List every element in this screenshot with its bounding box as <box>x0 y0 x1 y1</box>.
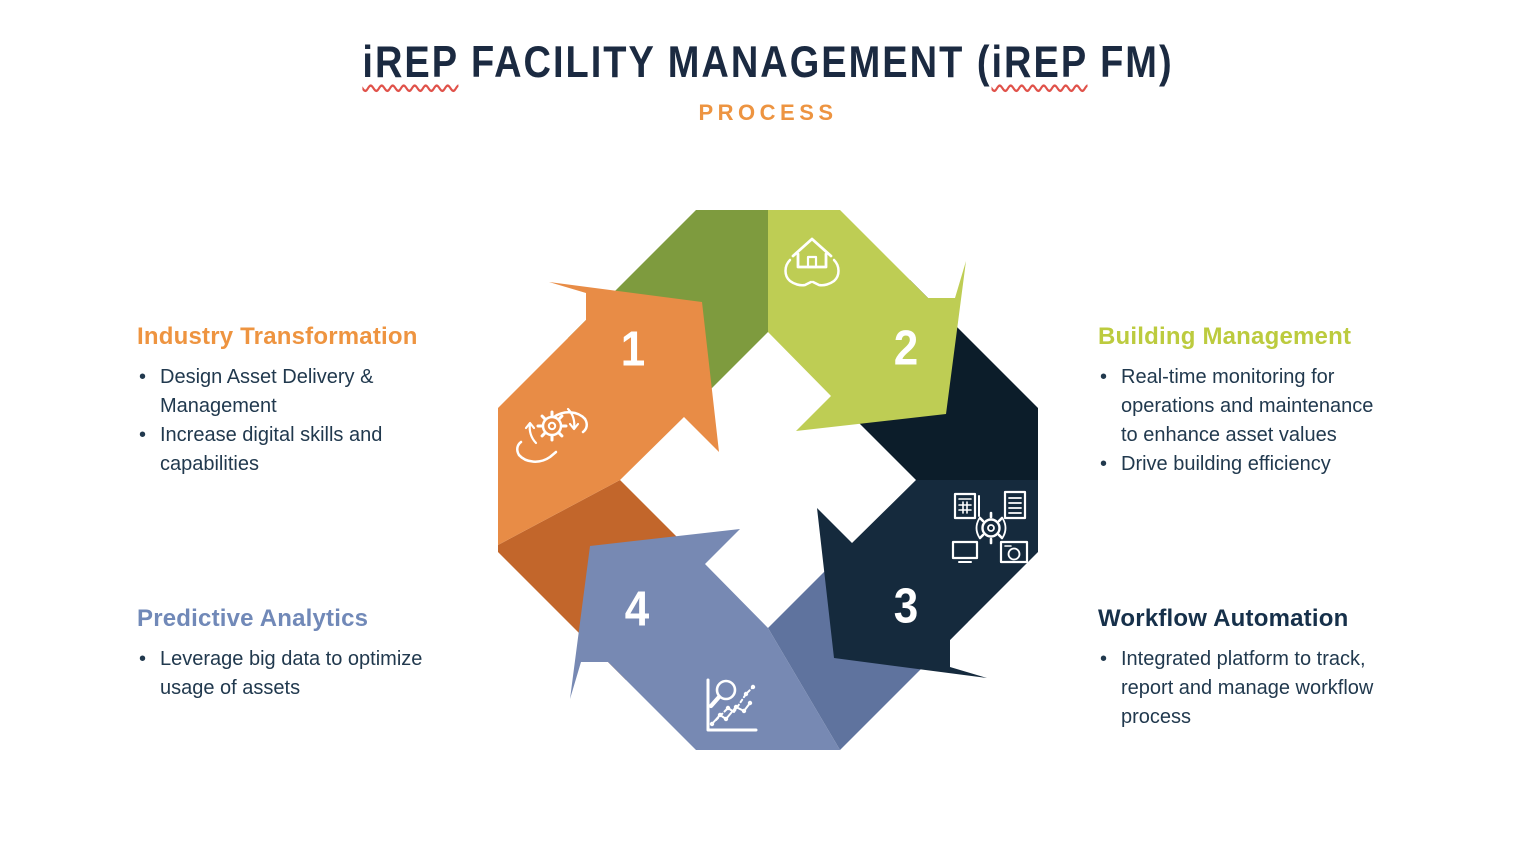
list-item: Leverage big data to optimize usage of a… <box>137 645 497 703</box>
hands-gear-cycle-icon <box>516 407 588 463</box>
panel-workflow-bullets: Integrated platform to track, report and… <box>1098 645 1453 732</box>
panel-workflow-automation: Workflow Automation Integrated platform … <box>1098 602 1453 732</box>
page-subtitle: PROCESS <box>698 100 838 125</box>
panel-industry-bullets: Design Asset Delivery & Management Incre… <box>137 363 482 479</box>
list-item: Real-time monitoring for operations and … <box>1098 363 1453 450</box>
arrow-1-body <box>498 282 719 545</box>
panel-building-bullets: Real-time monitoring for operations and … <box>1098 363 1453 479</box>
step-2-number: 2 <box>893 321 919 376</box>
step-3-number: 3 <box>893 579 919 634</box>
panel-industry-transformation: Industry Transformation Design Asset Del… <box>137 320 482 479</box>
panel-industry-heading: Industry Transformation <box>137 323 418 350</box>
arrow-4-body <box>570 529 840 750</box>
panel-predictive-heading: Predictive Analytics <box>137 605 369 632</box>
panel-building-management: Building Management Real-time monitoring… <box>1098 320 1453 479</box>
title-end: FM) <box>1087 38 1174 88</box>
panel-building-heading: Building Management <box>1098 323 1352 350</box>
list-item: Design Asset Delivery & Management <box>137 363 482 421</box>
step-4-number: 4 <box>624 582 650 637</box>
arrow-2-body <box>768 210 966 431</box>
step-1-number: 1 <box>620 322 646 377</box>
connected-systems-icon <box>951 490 1029 564</box>
title-irep-2: iREP <box>991 38 1088 88</box>
panel-predictive-bullets: Leverage big data to optimize usage of a… <box>137 645 497 703</box>
list-item: Drive building efficiency <box>1098 450 1453 479</box>
hands-holding-house-icon <box>784 237 840 287</box>
title-middle: FACILITY MANAGEMENT ( <box>458 38 992 88</box>
chart-magnifier-icon <box>706 678 758 732</box>
panel-predictive-analytics: Predictive Analytics Leverage big data t… <box>137 602 497 703</box>
page-title: iREP FACILITY MANAGEMENT (iREP FM) <box>0 38 1536 89</box>
list-item: Increase digital skills and capabilities <box>137 421 482 479</box>
title-irep-1: iREP <box>362 38 459 88</box>
panel-workflow-heading: Workflow Automation <box>1098 605 1349 632</box>
list-item: Integrated platform to track, report and… <box>1098 645 1453 732</box>
